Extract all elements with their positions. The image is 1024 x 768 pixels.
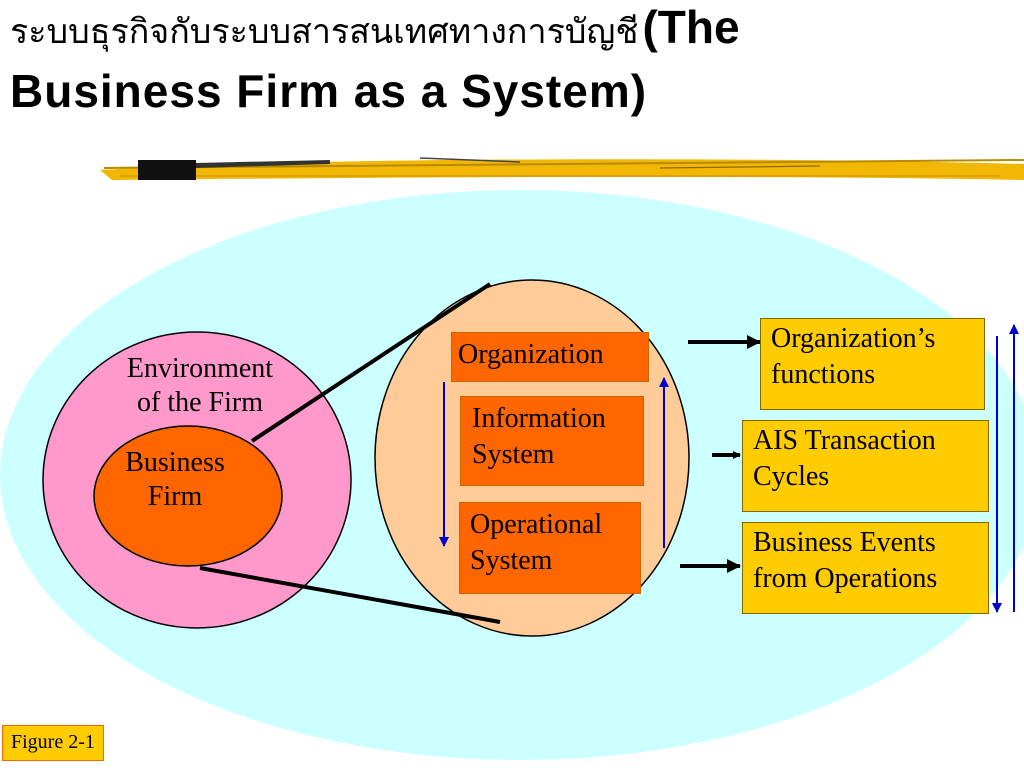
business-firm-ellipse — [93, 425, 283, 567]
operational-system-box: Operational System — [459, 502, 641, 594]
brush-stroke-underline — [100, 157, 1024, 180]
title-thai: ระบบธุรกิจกับระบบสารสนเทศทางการบัญชี — [10, 12, 639, 52]
slide-title: ระบบธุรกิจกับระบบสารสนเทศทางการบัญชี (Th… — [10, 0, 1010, 118]
zoom-line-top — [250, 282, 492, 443]
business-firm-label-line2: Firm — [147, 480, 203, 512]
title-english-part1: (The — [642, 1, 740, 53]
operational-system-line2: System — [470, 545, 553, 577]
information-system-line2: System — [472, 439, 555, 471]
business-events-line2: from Operations — [753, 563, 938, 595]
title-english-part2: Business Firm as a System) — [10, 65, 648, 117]
environment-label-line1: Environment — [126, 353, 274, 384]
figure-label: Figure 2-1 — [2, 725, 104, 761]
organization-functions-box: Organization’s functions — [760, 318, 985, 410]
ais-transaction-cycles-box: AIS Transaction Cycles — [742, 420, 989, 512]
ais-transaction-cycles-line2: Cycles — [753, 461, 830, 493]
organization-functions-line1: Organization’s — [771, 323, 936, 354]
business-events-line1: Business Events — [753, 527, 936, 558]
information-system-line1: Information — [472, 403, 606, 434]
operational-system-line1: Operational — [470, 509, 603, 540]
organization-functions-line2: functions — [771, 359, 876, 391]
information-system-box: Information System — [460, 396, 644, 486]
environment-label: Environment of the Firm — [100, 352, 300, 419]
environment-label-line2: of the Firm — [137, 386, 263, 418]
business-events-box: Business Events from Operations — [742, 522, 989, 614]
zoom-line-bottom — [199, 566, 501, 624]
organization-label: Organization — [458, 339, 604, 370]
ais-transaction-cycles-line1: AIS Transaction — [753, 425, 936, 456]
business-firm-label-line1: Business — [125, 447, 225, 478]
business-firm-label: Business Firm — [100, 446, 250, 513]
organization-box: Organization — [451, 332, 649, 382]
